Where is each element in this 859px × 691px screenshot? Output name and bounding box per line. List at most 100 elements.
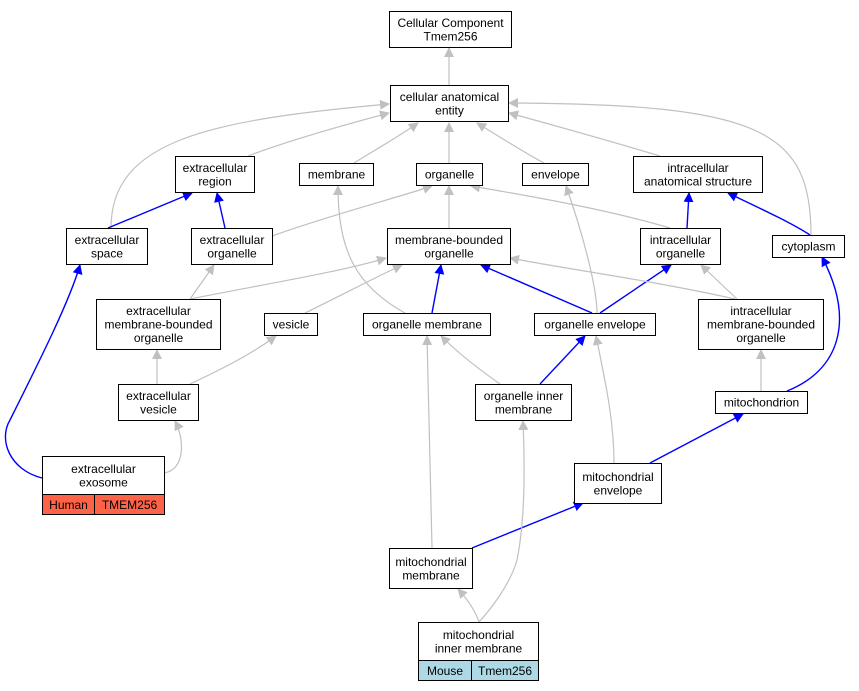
node-label: mitochondrial [395,555,466,569]
node-vesicle[interactable]: vesicle [264,313,318,336]
node-label: membrane-bounded [707,318,815,332]
node-label: vesicle [140,402,177,416]
edge-exosome-to-extves [163,420,184,474]
edge-cytoplasm-to-cae [508,98,812,236]
species-label: Human [49,498,88,512]
node-organelle[interactable]: organelle [416,163,483,186]
node-label: organelle [207,246,257,260]
edge-extspace-to-extreg [107,191,193,229]
node-label: organelle envelope [544,318,646,332]
node-label: mitochondrial [443,628,514,642]
edge-membrane-to-cae [353,122,419,164]
node-label: extracellular [75,233,140,247]
node-mito[interactable]: mitochondrion [715,391,808,414]
node-label: organelle [736,331,786,345]
node-box [264,313,318,336]
node-label: organelle [424,246,474,260]
edge-extspace-to-cae [110,99,390,229]
node-box [175,156,255,193]
edge-mitoinner-to-mitomem [457,588,480,623]
node-label: Tmem256 [423,29,477,43]
node-box [534,313,656,336]
node-label: membrane [402,568,460,582]
node-box [715,391,808,414]
node-box [118,384,199,421]
node-envelope[interactable]: envelope [522,163,589,186]
node-orgenv[interactable]: organelle envelope [534,313,656,336]
node-orgmem[interactable]: organelle membrane [363,313,491,336]
node-label: organelle [656,246,706,260]
edge-orginner-to-orgmem [440,335,501,385]
edge-embo-to-mbo [189,255,387,300]
node-label: organelle [425,168,475,182]
node-label: region [198,174,231,188]
edge-cytoplasm-to-ias [727,192,811,236]
edge-orginner-to-orgenv [539,335,586,385]
node-label: intracellular [667,161,728,175]
node-label: membrane-bounded [104,318,212,332]
node-label: vesicle [273,318,310,332]
node-box [522,163,589,186]
edges-layer [4,47,841,623]
edge-orgmem-to-membrane [333,185,406,314]
node-label: cellular anatomical [400,90,499,104]
gene-label: Tmem256 [478,664,532,678]
node-box [363,313,491,336]
gene-cell [471,660,539,681]
node-label: membrane-bounded [395,233,503,247]
edge-vesicle-to-mbo [304,264,403,314]
node-label: organelle membrane [372,318,482,332]
node-label: envelope [531,168,580,182]
edge-mitomem-to-orgmem [422,335,433,549]
edge-envelope-to-cae [476,122,545,164]
node-box [389,548,473,589]
node-cytoplasm[interactable]: cytoplasm [772,235,845,258]
edge-orgmem-to-mbo [431,264,445,314]
node-label: cytoplasm [781,240,835,254]
node-box [390,85,509,122]
node-box [66,228,148,265]
node-label: mitochondrial [582,470,653,484]
edge-ias-to-cae [508,110,661,157]
node-membrane[interactable]: membrane [299,163,374,186]
node-box [389,11,512,48]
edge-mitoenv-to-orgenv [592,335,615,464]
edge-extreg-to-cae [247,110,390,157]
edge-mito-to-cytoplasm [786,256,841,392]
node-label: intracellular [730,304,791,318]
node-label: mitochondrion [724,396,799,410]
edge-orgenv-to-envelope [564,185,598,314]
node-label: Cellular Component [397,16,504,30]
node-box [640,228,721,265]
node-label: intracellular [650,233,711,247]
edge-mitoenv-to-mito [649,413,744,464]
node-label: extracellular [126,304,191,318]
node-label: organelle [134,331,184,345]
node-box [772,235,845,258]
node-label: envelope [594,483,643,497]
edge-mitomem-to-mitoenv [471,501,584,549]
species-label: Mouse [427,664,463,678]
node-box [698,299,824,350]
node-label: exosome [79,475,128,489]
node-label: inner membrane [435,641,523,655]
node-box [191,228,273,265]
node-box [387,228,511,265]
